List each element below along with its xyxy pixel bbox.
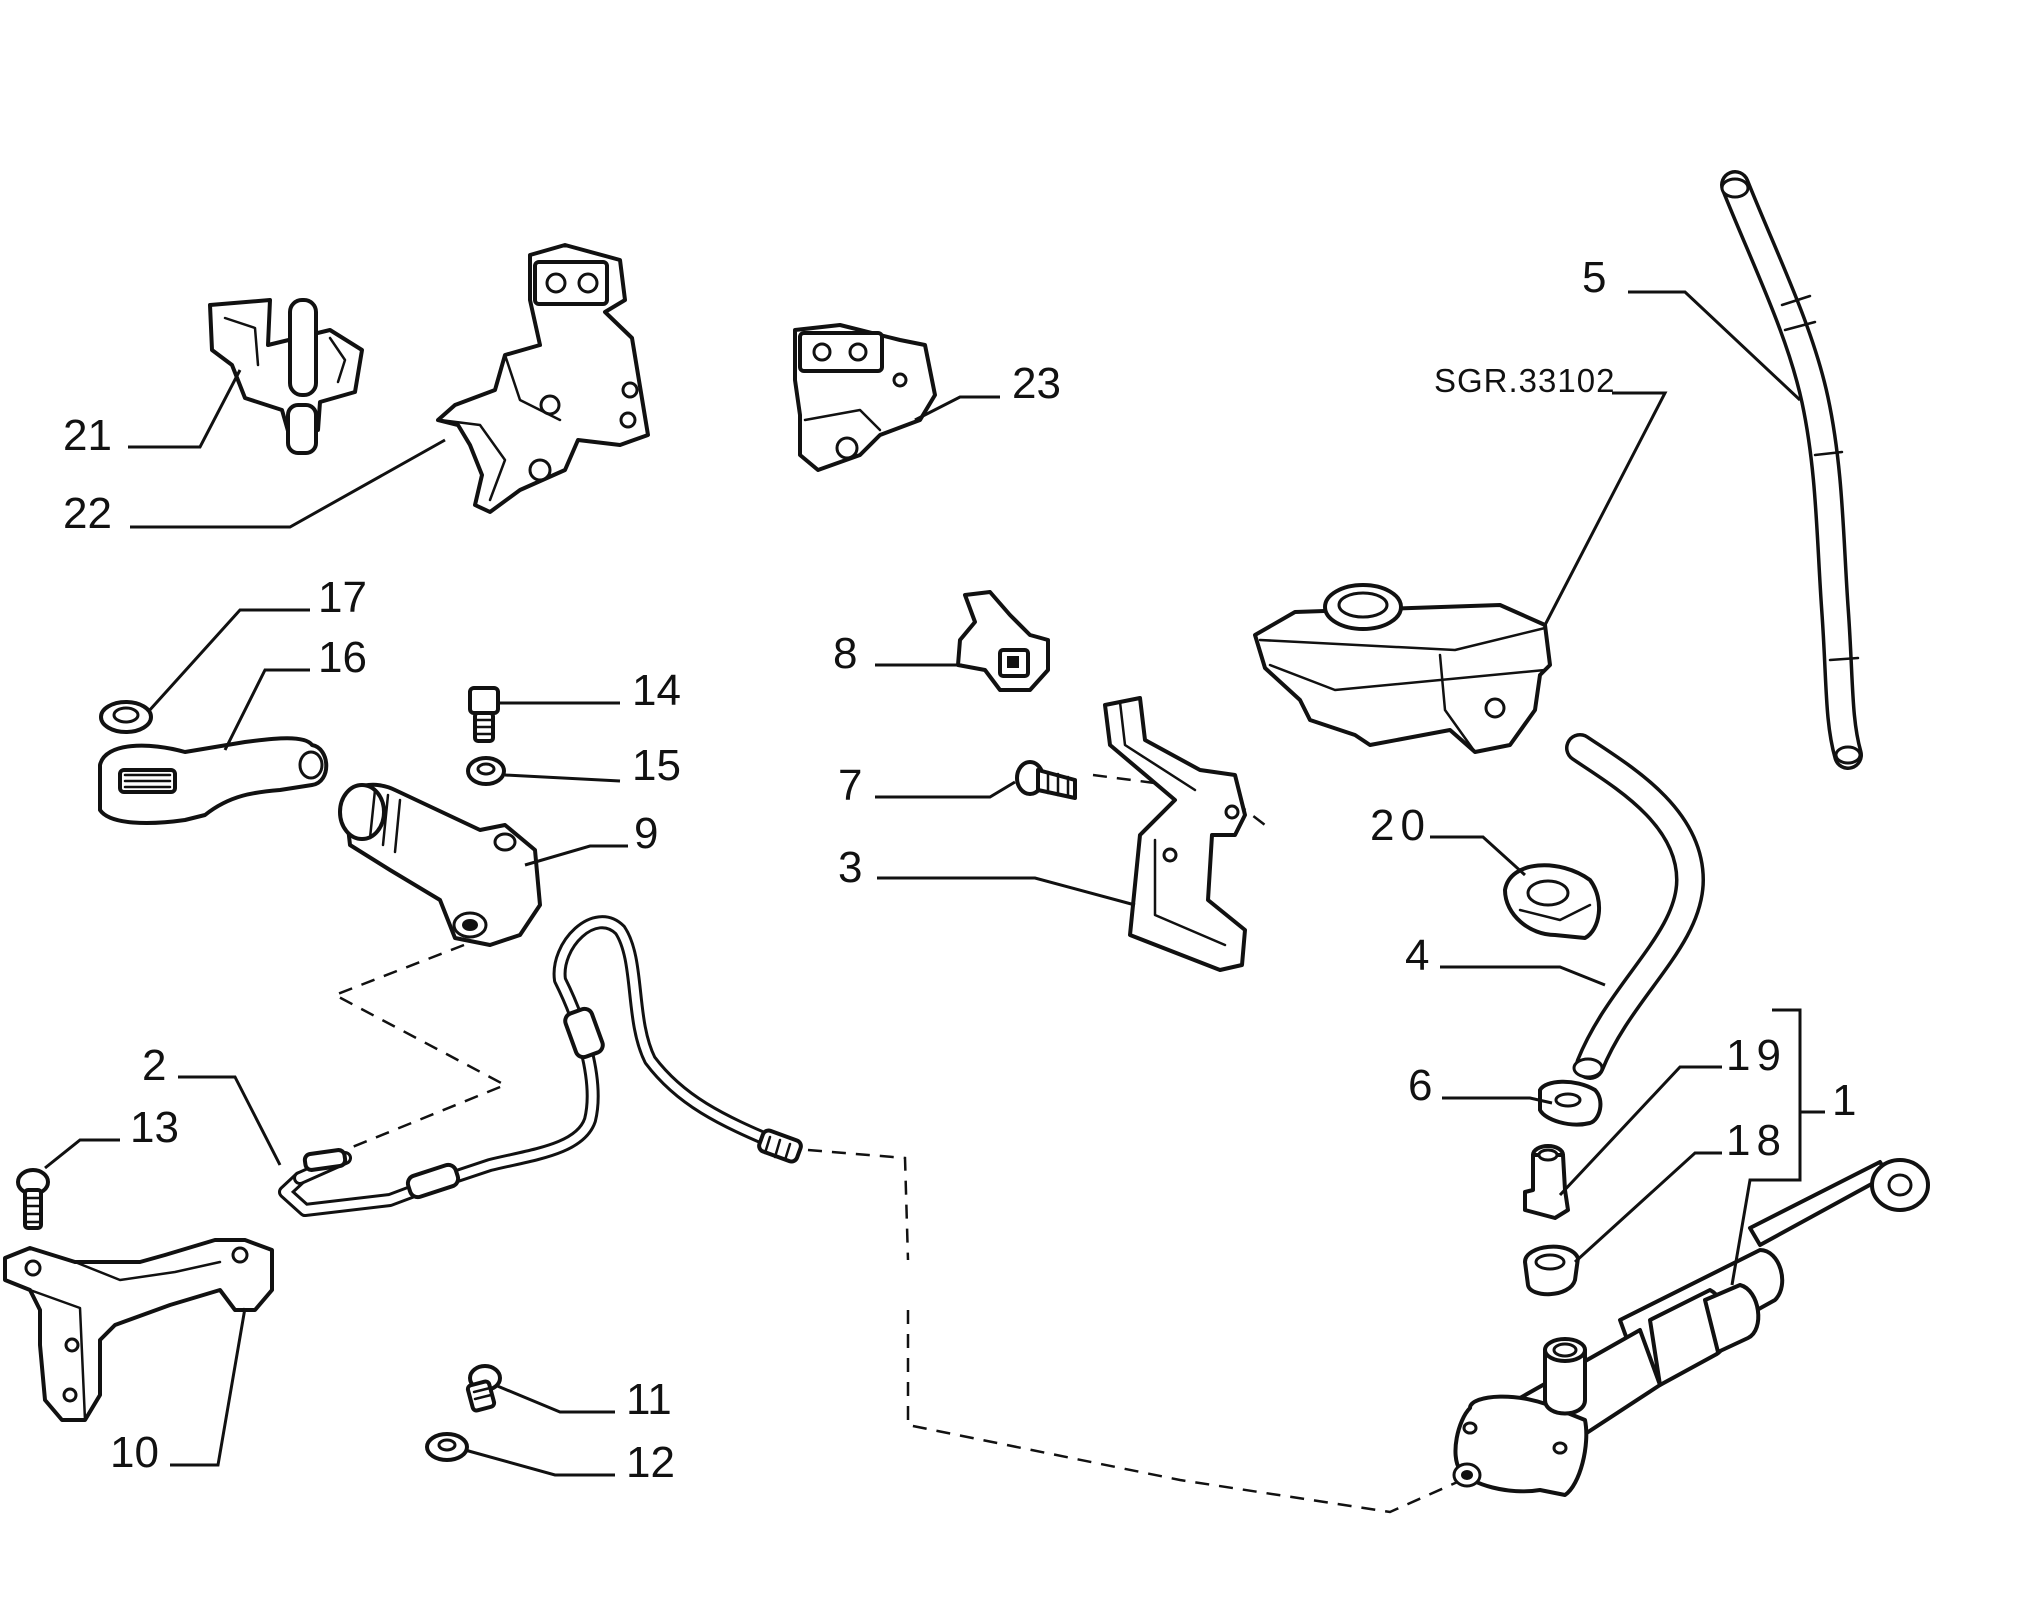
leader-13 (44, 1138, 120, 1170)
label-9: 9 (634, 809, 658, 858)
label-11: 11 (626, 1375, 672, 1424)
leader-12 (464, 1448, 615, 1477)
part-1-master-cylinder (1452, 1158, 1930, 1497)
leader-19 (1558, 1065, 1722, 1197)
part-8-clip (956, 590, 1050, 692)
leader-3 (877, 876, 1136, 907)
leader-10 (170, 1307, 247, 1467)
leader-22 (130, 438, 446, 529)
part-5-hose (1720, 170, 1863, 770)
part-4-hose (1565, 733, 1705, 1080)
part-13-bolt (16, 1168, 50, 1230)
leader-9 (524, 844, 628, 867)
part-22-hinge-bracket (436, 243, 650, 514)
leader-16 (223, 668, 310, 751)
leader-4 (1440, 965, 1606, 987)
leader-23 (914, 395, 1000, 422)
label-4: 4 (1405, 931, 1429, 980)
part-19-fitting (1523, 1144, 1570, 1220)
label-10: 10 (110, 1428, 159, 1477)
label-21: 21 (63, 411, 112, 460)
leader-21 (128, 369, 242, 449)
assembly-line-pipe-a (807, 1148, 910, 1261)
label-7: 7 (838, 761, 862, 810)
label-1: 1 (1832, 1076, 1856, 1125)
leader-17 (146, 608, 310, 714)
leader-18 (1573, 1151, 1722, 1264)
leader-2 (178, 1075, 282, 1166)
part-20-clip-ring (1503, 863, 1602, 940)
leader-5 (1628, 290, 1802, 402)
label-22: 22 (63, 489, 112, 538)
part-12-washer (425, 1432, 469, 1462)
part-17-washer (99, 700, 153, 734)
label-16: 16 (318, 633, 367, 682)
reference-code: SGR.33102 (1434, 362, 1615, 399)
part-2-pipe (278, 915, 803, 1217)
part-6-hose-clamp (1538, 1079, 1603, 1127)
leader-11 (494, 1383, 615, 1414)
label-15: 15 (632, 741, 681, 790)
part-16-lever (98, 736, 329, 825)
label-2: 2 (142, 1041, 166, 1090)
label-14: 14 (632, 666, 681, 715)
leader-15 (504, 773, 621, 783)
label-17: 17 (318, 573, 367, 622)
label-3: 3 (838, 843, 862, 892)
leader-reference (1543, 391, 1668, 626)
part-9-slave-cylinder (338, 782, 542, 947)
assembly-line-9-2 (331, 943, 508, 1152)
label-5: 5 (1582, 253, 1606, 302)
label-23: 23 (1012, 359, 1061, 408)
part-3-bracket (1103, 696, 1247, 972)
leader-20 (1430, 835, 1527, 877)
assembly-line-pipe-b (906, 1310, 1463, 1514)
label-18: 18 (1726, 1116, 1787, 1165)
label-13: 13 (130, 1103, 179, 1152)
part-7-bolt (1015, 760, 1077, 800)
part-11-bolt (465, 1364, 502, 1413)
part-15-washer (466, 756, 506, 786)
label-12: 12 (626, 1438, 675, 1487)
leader-7 (875, 780, 1016, 799)
label-19: 19 (1726, 1031, 1787, 1080)
part-14-bolt (468, 686, 500, 743)
label-20: 20 (1370, 801, 1431, 850)
part-23-clamp (793, 323, 937, 472)
fluid-reservoir (1253, 583, 1552, 754)
label-6: 6 (1408, 1061, 1432, 1110)
part-18-grommet (1523, 1244, 1580, 1297)
part-10-mounting-bracket (3, 1238, 274, 1422)
leader-6 (1442, 1096, 1553, 1105)
leader-1-bracket (1730, 1008, 1802, 1286)
label-8: 8 (833, 629, 857, 678)
part-21-clip (208, 298, 364, 455)
